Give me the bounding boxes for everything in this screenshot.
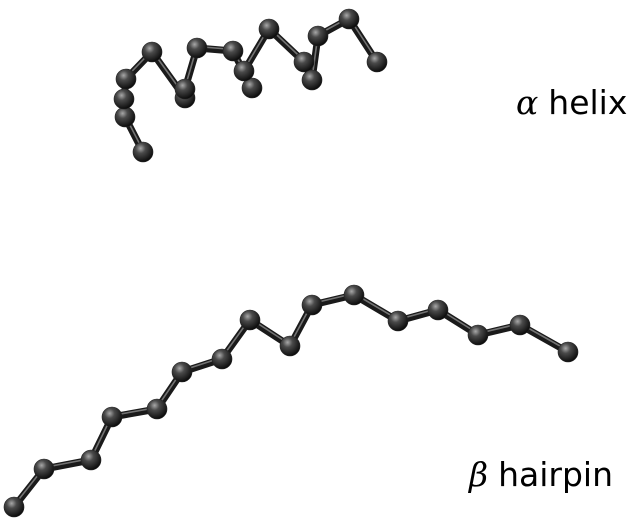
beta-symbol: β (469, 455, 489, 494)
beta-hairpin-structure (3, 284, 579, 518)
hairpin-atom (3, 496, 25, 518)
hairpin-atom (101, 406, 123, 428)
helix-atom (241, 77, 263, 99)
helix-atom (301, 69, 323, 91)
helix-atom (174, 78, 196, 100)
helix-atom (293, 51, 315, 73)
helix-atom (307, 25, 329, 47)
alpha-helix-structure (113, 8, 388, 163)
helix-atom (113, 88, 135, 110)
helix-atom (233, 60, 255, 82)
helix-atom (141, 41, 163, 63)
helix-atom (186, 37, 208, 59)
hairpin-atom (80, 449, 102, 471)
hairpin-atom (343, 284, 365, 306)
helix-atom (222, 40, 244, 62)
hairpin-atom (211, 348, 233, 370)
hairpin-atom (33, 458, 55, 480)
helix-atom (338, 8, 360, 30)
hairpin-atom (239, 309, 261, 331)
helix-atom (366, 51, 388, 73)
hairpin-atom (279, 335, 301, 357)
helix-atom (115, 68, 137, 90)
hairpin-atom (301, 294, 323, 316)
alpha-symbol: α (516, 83, 539, 122)
hairpin-atom (146, 398, 168, 420)
beta-name: hairpin (498, 455, 613, 494)
alpha-name: helix (548, 83, 628, 122)
hairpin-atom (557, 341, 579, 363)
helix-atom (258, 18, 280, 40)
helix-atom (132, 141, 154, 163)
helix-atom (114, 106, 136, 128)
hairpin-atom (467, 324, 489, 346)
hairpin-atom (171, 361, 193, 383)
hairpin-atom (509, 314, 531, 336)
hairpin-atom (387, 310, 409, 332)
hairpin-atom (427, 299, 449, 321)
